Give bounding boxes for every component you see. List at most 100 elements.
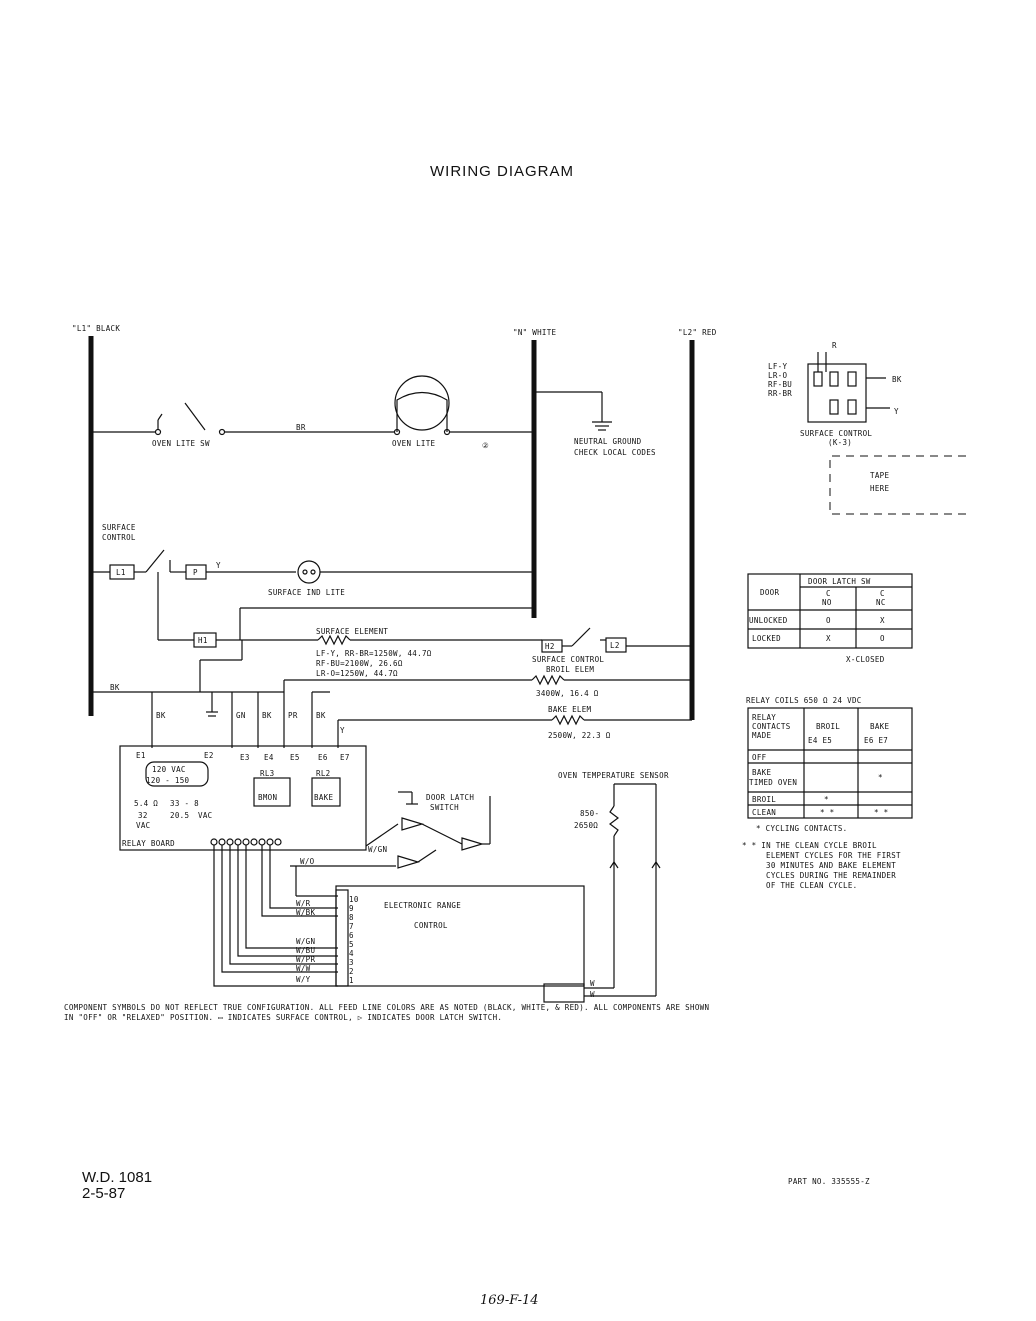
br-wire-label: BR bbox=[296, 423, 306, 432]
relay-table bbox=[747, 707, 913, 819]
h2-label: H2 bbox=[545, 642, 555, 651]
w-bu-label: W/BU bbox=[296, 946, 315, 955]
pin-1: 1 bbox=[349, 976, 354, 985]
e6-label: E6 bbox=[318, 753, 328, 762]
rl2-label: RL2 bbox=[316, 769, 330, 778]
bmon-label: BMON bbox=[258, 793, 277, 802]
e2-label: E2 bbox=[204, 751, 214, 760]
bk-wire-label-1: BK bbox=[110, 683, 120, 692]
row-locked-no: X bbox=[826, 634, 831, 643]
relay-h2b: E4 E5 bbox=[808, 736, 832, 745]
relay-board-feeds bbox=[151, 691, 330, 748]
oven-temp-sensor bbox=[584, 783, 661, 997]
wd-number: W.D. 1081 bbox=[82, 1169, 152, 1186]
relay-row-broil-b: * bbox=[824, 795, 829, 804]
l1-label: "L1" BLACK bbox=[72, 324, 120, 333]
relay-row-clean-c: * * bbox=[874, 808, 888, 817]
pin-4: 4 bbox=[349, 949, 354, 958]
transformer-symbol bbox=[145, 761, 209, 787]
part-number: PART NO. 335555-Z bbox=[788, 1177, 870, 1186]
surface-ind-lite-label: SURFACE IND LITE bbox=[268, 588, 345, 597]
w-w-label: W/W bbox=[296, 964, 311, 973]
surface-control-label-b: CONTROL bbox=[102, 533, 136, 542]
y-wire-label-2: Y bbox=[340, 726, 345, 735]
rating-2-label: RF-BU=2100W, 26.6Ω bbox=[316, 659, 403, 668]
broil-rating-label: 3400W, 16.4 Ω bbox=[536, 689, 599, 698]
w-gn-label: W/GN bbox=[296, 937, 315, 946]
pin-6: 6 bbox=[349, 931, 354, 940]
footnote-line-1: COMPONENT SYMBOLS DO NOT REFLECT TRUE CO… bbox=[64, 1003, 709, 1012]
relay-row-clean: CLEAN bbox=[752, 808, 776, 817]
pin-9: 9 bbox=[349, 904, 354, 913]
surface-element-label: SURFACE ELEMENT bbox=[316, 627, 388, 636]
relay-row-bake-c: * bbox=[878, 773, 883, 782]
relay-row-timed: TIMED OVEN bbox=[749, 778, 797, 787]
door-latch-switch-label-a: DOOR LATCH bbox=[426, 793, 474, 802]
tape-here-box bbox=[829, 455, 966, 515]
relay-note-1: * CYCLING CONTACTS. bbox=[756, 824, 848, 833]
relay-row-bake: BAKE bbox=[752, 768, 771, 777]
row-locked: LOCKED bbox=[752, 634, 781, 643]
k3-r-label: R bbox=[832, 341, 837, 350]
broil-elem-label: BROIL ELEM bbox=[546, 665, 594, 674]
h1-label: H1 bbox=[198, 636, 208, 645]
pin-2: 2 bbox=[349, 967, 354, 976]
bake-elem-label: BAKE ELEM bbox=[548, 705, 592, 714]
relay-board-label: RELAY BOARD bbox=[122, 839, 175, 848]
pin-3: 3 bbox=[349, 958, 354, 967]
col-nc-c: C bbox=[880, 589, 885, 598]
w-r-label: W/R bbox=[296, 899, 311, 908]
row-unlocked-no: O bbox=[826, 616, 831, 625]
col-nc: NC bbox=[876, 598, 886, 607]
relay-note-2: * * IN THE CLEAN CYCLE BROIL bbox=[742, 841, 877, 850]
relay-h2a: BROIL bbox=[816, 722, 840, 731]
relay-h1b: CONTACTS bbox=[752, 722, 791, 731]
vac-20-label: 20.5 bbox=[170, 811, 189, 820]
relay-row-off: OFF bbox=[752, 753, 767, 762]
sensor-w-label-2: W bbox=[590, 990, 595, 999]
e5-label: E5 bbox=[290, 753, 300, 762]
rl2-relay bbox=[311, 777, 341, 807]
w-y-label: W/Y bbox=[296, 975, 311, 984]
y-wire-label: Y bbox=[216, 561, 221, 570]
door-latch-switch-label-b: SWITCH bbox=[430, 803, 459, 812]
check-local-codes-label: CHECK LOCAL CODES bbox=[574, 448, 656, 457]
harness-wires bbox=[213, 845, 396, 987]
pin-7: 7 bbox=[349, 922, 354, 931]
footnote-line-2: IN "OFF" OR "RELAXED" POSITION. ▭ INDICA… bbox=[64, 1013, 502, 1022]
k3-wire-1: LF-Y bbox=[768, 362, 787, 371]
vac-a-label: VAC bbox=[136, 821, 150, 830]
relay-note-6: OF THE CLEAN CYCLE. bbox=[766, 881, 858, 890]
row-unlocked-nc: X bbox=[880, 616, 885, 625]
circle-2-label: ② bbox=[482, 441, 489, 450]
vac-120-label: 120 VAC bbox=[152, 765, 186, 774]
neutral-ground-symbol bbox=[534, 391, 612, 431]
relay-h3b: E6 E7 bbox=[864, 736, 888, 745]
door-header: DOOR bbox=[760, 588, 779, 597]
pin-5: 5 bbox=[349, 940, 354, 949]
w-o-label: W/O bbox=[300, 857, 315, 866]
vac-b-label: VAC bbox=[198, 811, 212, 820]
door-latch-switch bbox=[365, 791, 491, 869]
surface-element-circuit bbox=[158, 607, 692, 692]
k3-y-label: Y bbox=[894, 407, 899, 416]
w-pr-label: W/PR bbox=[296, 955, 315, 964]
relay-note-4: 30 MINUTES AND BAKE ELEMENT bbox=[766, 861, 896, 870]
erc-pin-strip bbox=[335, 889, 349, 987]
pr-wire-label: PR bbox=[288, 711, 298, 720]
handwritten-note: 169-F-14 bbox=[480, 1293, 539, 1308]
surface-control-label-a: SURFACE bbox=[102, 523, 136, 532]
bk-wire-label-4: BK bbox=[316, 711, 326, 720]
k3-part-label: (K-3) bbox=[828, 438, 852, 447]
erc-label-b: CONTROL bbox=[414, 921, 448, 930]
relay-h1c: MADE bbox=[752, 731, 771, 740]
gn-wire-label: GN bbox=[236, 711, 246, 720]
vac-range-label: 120 - 150 bbox=[146, 776, 190, 785]
l2-label: "L2" RED bbox=[678, 328, 717, 337]
w-gn-top-label: W/GN bbox=[368, 845, 387, 854]
door-latch-sw-header: DOOR LATCH SW bbox=[808, 577, 871, 586]
col-no: NO bbox=[822, 598, 832, 607]
relay-note-3: ELEMENT CYCLES FOR THE FIRST bbox=[766, 851, 901, 860]
p-box-label: P bbox=[193, 568, 198, 577]
